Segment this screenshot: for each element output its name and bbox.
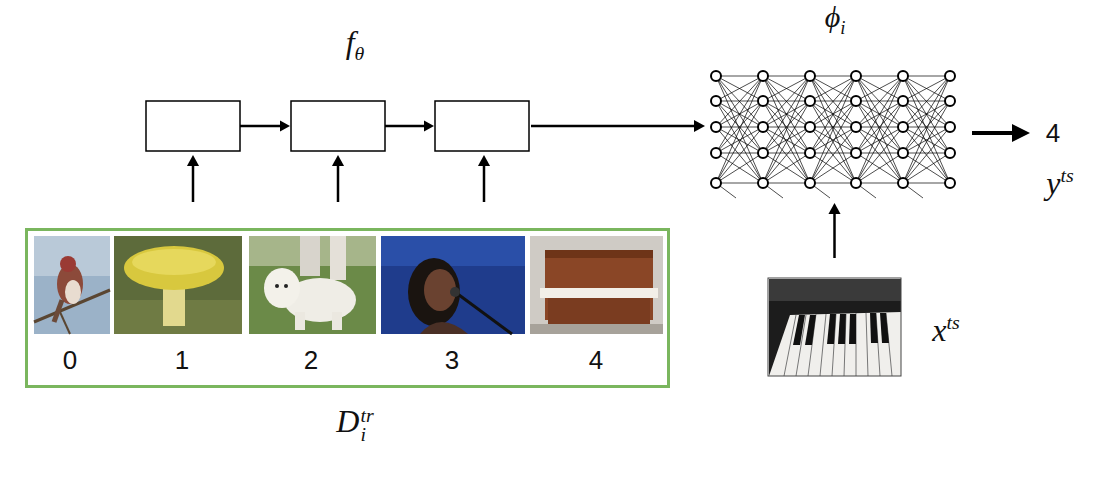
dog-photo bbox=[249, 236, 376, 334]
class-index: 3 bbox=[445, 346, 459, 375]
bird-photo bbox=[34, 236, 110, 334]
flow-arrow bbox=[828, 203, 840, 258]
prediction-symbol: yts bbox=[1046, 165, 1073, 201]
singer-photo bbox=[381, 236, 525, 334]
class-index: 1 bbox=[175, 346, 189, 375]
support-set-panel-outline bbox=[25, 228, 670, 388]
mushroom-photo bbox=[114, 236, 242, 334]
symbol-label: ϕi bbox=[825, 0, 846, 38]
prediction-value: 4 bbox=[1046, 119, 1060, 148]
encoder-chain: fθ bbox=[145, 100, 531, 152]
piano-photo bbox=[530, 236, 663, 334]
output-arrow bbox=[972, 124, 1030, 142]
encoder-chain-outline bbox=[145, 100, 531, 152]
symbol-label: Dtri bbox=[336, 404, 373, 444]
piano-keys-photo bbox=[769, 279, 901, 376]
flow-arrow bbox=[187, 155, 490, 202]
support-set-panel: 01234Dtri bbox=[25, 228, 670, 388]
query-image-outline bbox=[768, 278, 901, 376]
neural-network-outline bbox=[705, 65, 963, 200]
neural-network: ϕi bbox=[705, 65, 963, 200]
class-index: 4 bbox=[589, 346, 603, 375]
flow-arrow bbox=[531, 120, 705, 132]
symbol-label: fθ bbox=[346, 25, 365, 65]
query-image: xts bbox=[768, 278, 901, 376]
class-index: 2 bbox=[304, 346, 318, 375]
class-index: 0 bbox=[63, 346, 77, 375]
symbol-label: xts bbox=[932, 312, 959, 348]
